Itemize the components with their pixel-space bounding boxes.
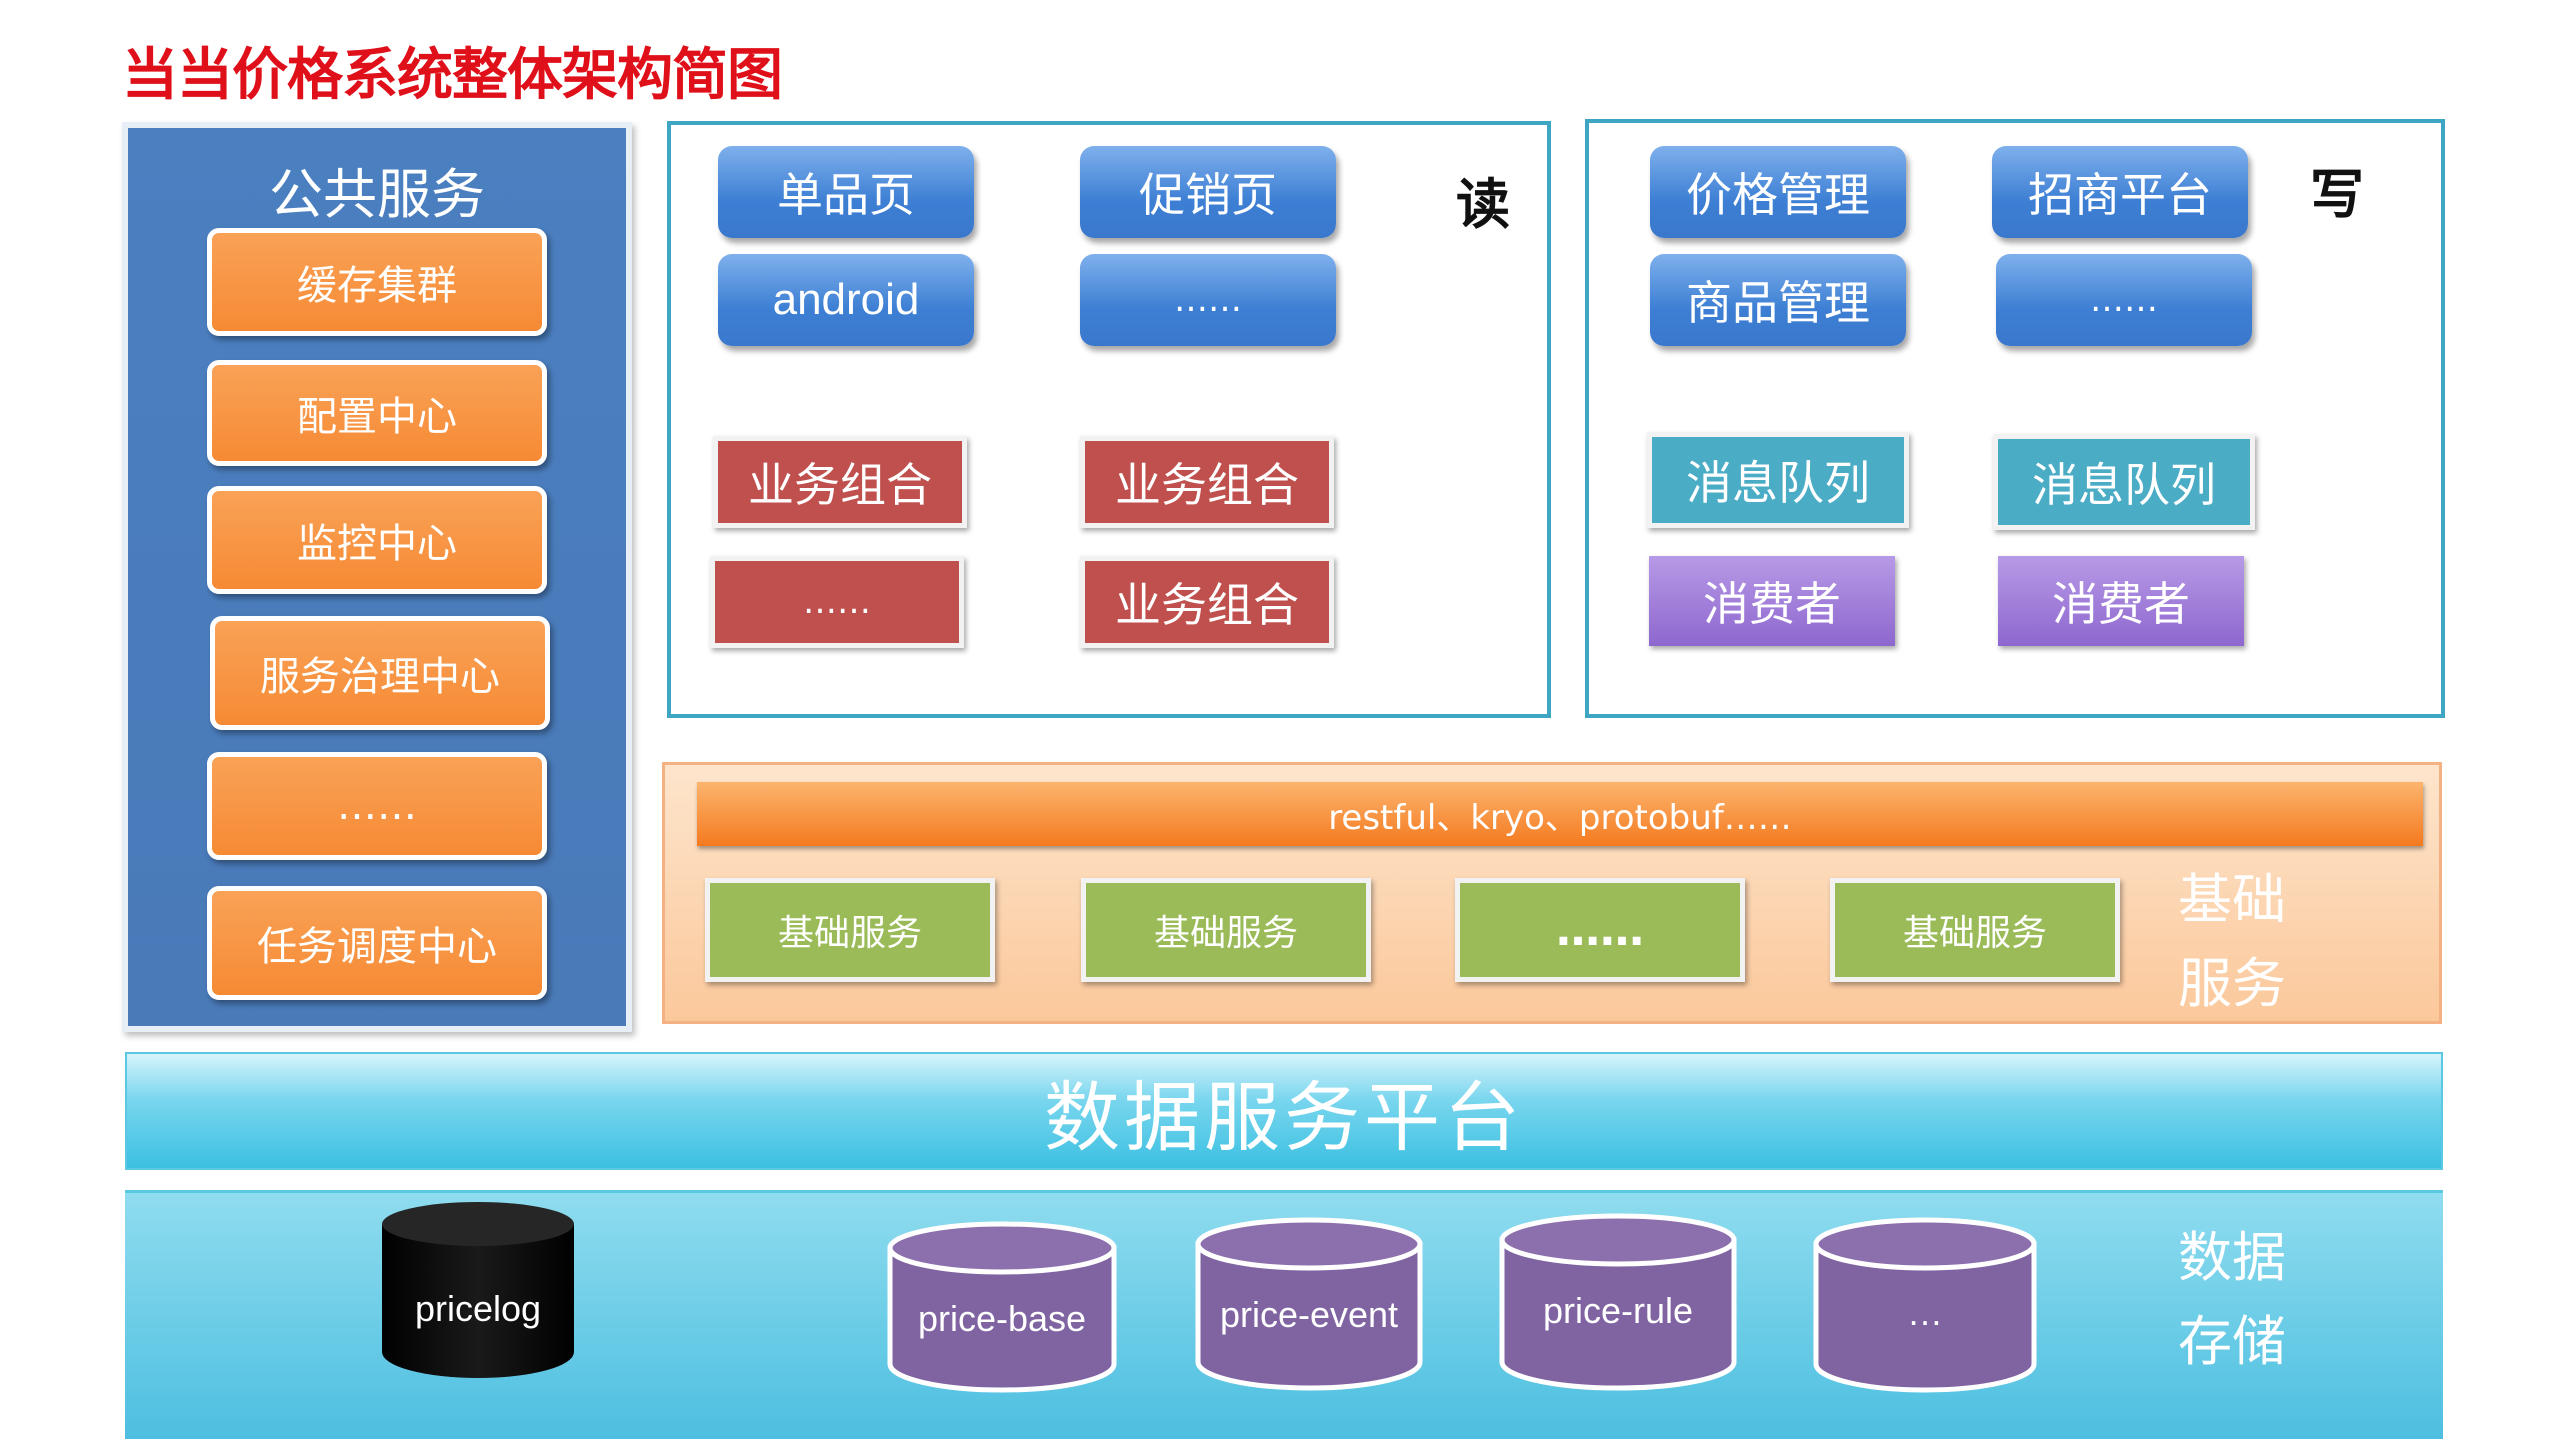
pricelog-database-icon: pricelog bbox=[380, 1200, 576, 1382]
read-more-button: …… bbox=[1080, 254, 1336, 346]
price-rule-label: price-rule bbox=[1542, 1290, 1694, 1331]
base-service-box: 基础服务 bbox=[1081, 878, 1371, 982]
write-more-button: …… bbox=[1996, 254, 2252, 346]
read-label: 读 bbox=[1456, 173, 1510, 236]
price-event-label: price-event bbox=[1219, 1294, 1399, 1335]
message-queue-box: 消息队列 bbox=[1647, 432, 1909, 528]
base-services-label-line2: 服务 bbox=[2178, 952, 2286, 1015]
business-combo-box: 业务组合 bbox=[1080, 556, 1334, 648]
consumer-box: 消费者 bbox=[1649, 556, 1895, 646]
write-label: 写 bbox=[2310, 163, 2364, 226]
task-scheduler-box: 任务调度中心 bbox=[207, 886, 547, 1000]
public-services-title: 公共服务 bbox=[269, 163, 485, 226]
protocol-bar: restful、kryo、protobuf…… bbox=[697, 782, 2423, 846]
business-combo-box: 业务组合 bbox=[1080, 436, 1334, 528]
base-service-box: 基础服务 bbox=[1830, 878, 2120, 982]
price-base-label: price-base bbox=[917, 1298, 1087, 1339]
price-manage-button: 价格管理 bbox=[1650, 146, 1906, 238]
price-event-database-icon: price-event bbox=[1194, 1214, 1424, 1392]
config-center-box: 配置中心 bbox=[207, 360, 547, 466]
base-services-label-line1: 基础 bbox=[2178, 868, 2286, 931]
data-storage-label-line2: 存储 bbox=[2178, 1310, 2286, 1373]
diagram-title: 当当价格系统整体架构简图 bbox=[122, 43, 783, 108]
data-storage-label-line1: 数据 bbox=[2178, 1226, 2286, 1289]
monitor-center-box: 监控中心 bbox=[207, 486, 547, 594]
service-governance-box: 服务治理中心 bbox=[210, 616, 550, 730]
message-queue-box: 消息队列 bbox=[1993, 434, 2255, 530]
more-database-icon: … bbox=[1812, 1214, 2038, 1394]
business-combo-box: 业务组合 bbox=[713, 436, 967, 528]
cache-cluster-box: 缓存集群 bbox=[207, 228, 547, 336]
data-service-platform-bar: 数据服务平台 bbox=[125, 1052, 2443, 1170]
android-button: android bbox=[718, 254, 974, 346]
product-manage-button: 商品管理 bbox=[1650, 254, 1906, 346]
business-more-box: …… bbox=[710, 556, 964, 648]
price-base-database-icon: price-base bbox=[886, 1218, 1118, 1394]
item-page-button: 单品页 bbox=[718, 146, 974, 238]
merchant-platform-button: 招商平台 bbox=[1992, 146, 2248, 238]
pricelog-label: pricelog bbox=[414, 1288, 542, 1329]
base-services-label: 基础 服务 bbox=[2178, 858, 2286, 1026]
more-database-label: … bbox=[1907, 1292, 1943, 1333]
consumer-box: 消费者 bbox=[1998, 556, 2244, 646]
price-rule-database-icon: price-rule bbox=[1498, 1210, 1738, 1392]
promo-page-button: 促销页 bbox=[1080, 146, 1336, 238]
base-service-box: 基础服务 bbox=[705, 878, 995, 982]
base-service-more-box: …… bbox=[1455, 878, 1745, 982]
public-more-box: …… bbox=[207, 752, 547, 860]
data-storage-label: 数据 存储 bbox=[2178, 1216, 2286, 1384]
